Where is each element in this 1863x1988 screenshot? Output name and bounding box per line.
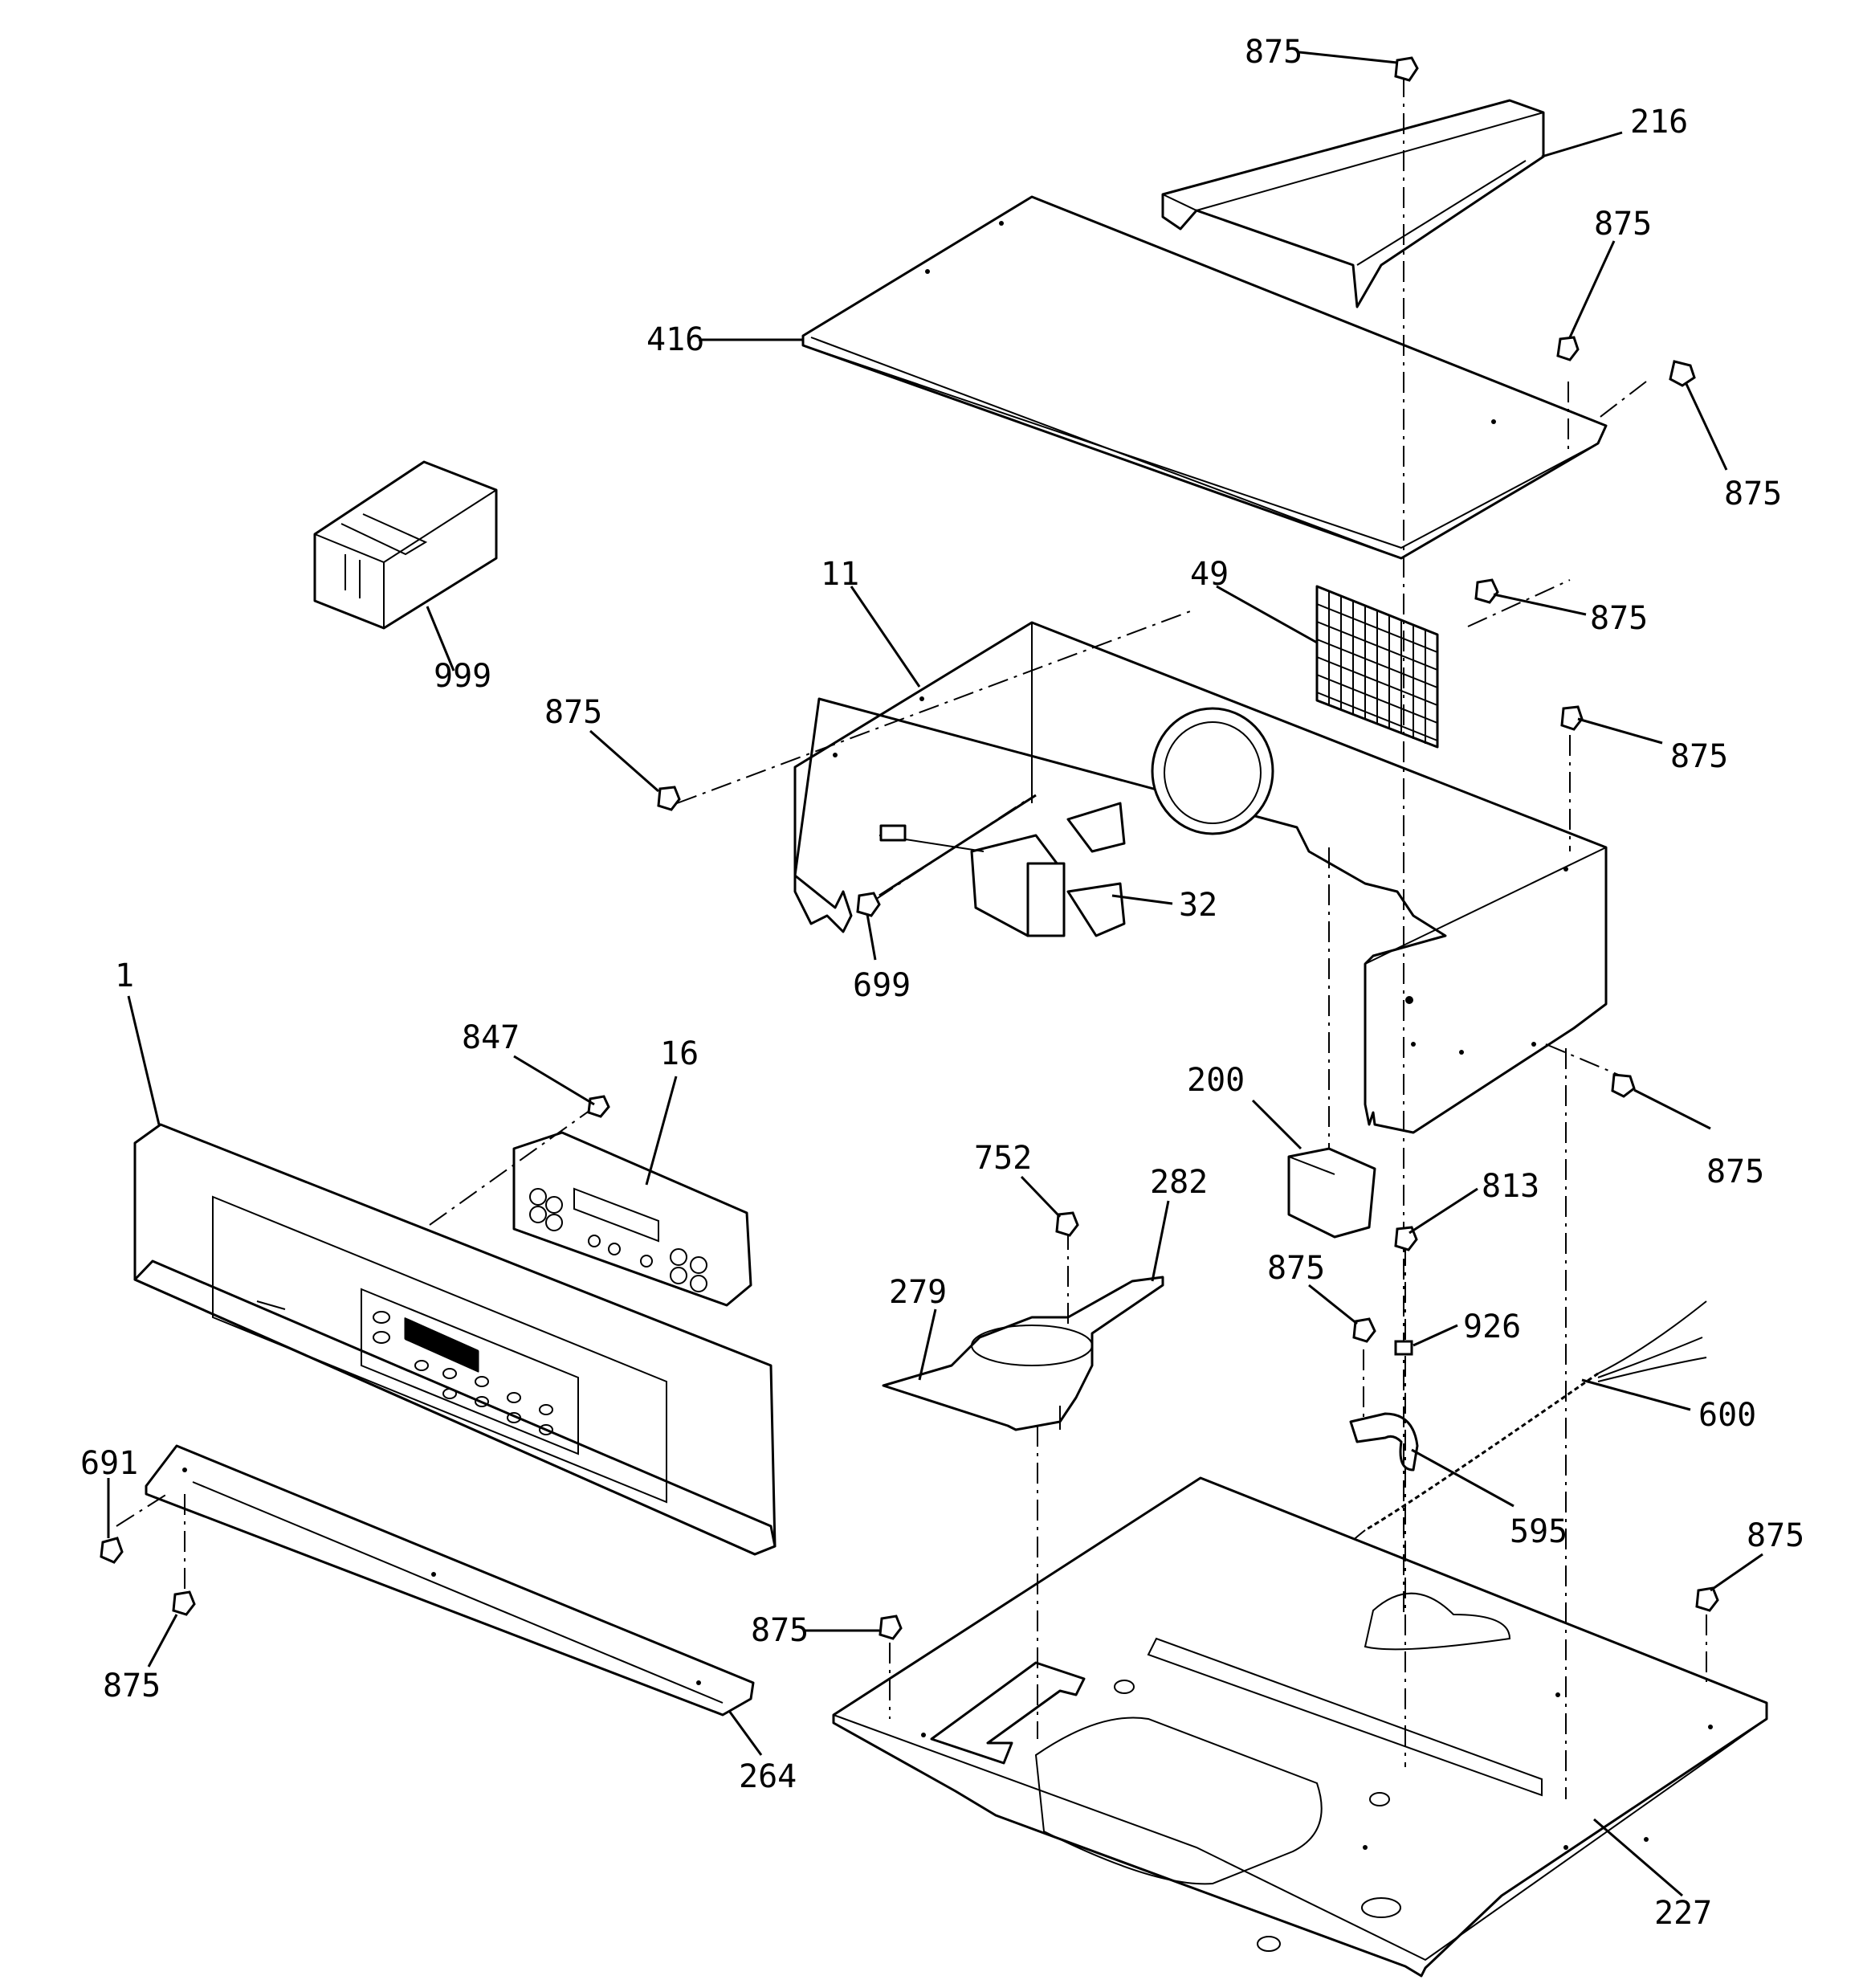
- callout-227: 227: [1654, 1895, 1712, 1932]
- screw-icon: [1669, 360, 1696, 387]
- screw-icon: [1560, 705, 1584, 731]
- screw-icon: [1474, 578, 1499, 604]
- screw-icon: [1611, 1073, 1636, 1098]
- screw-icon: [1352, 1317, 1376, 1343]
- part-595-clamp: [1349, 1412, 1419, 1472]
- screw-icon: [100, 1537, 124, 1564]
- part-227-base-pan: [832, 1476, 1768, 1978]
- callout-875: 875: [1594, 206, 1652, 243]
- callout-1: 1: [115, 957, 134, 994]
- part-32-fan-motor: [879, 794, 1126, 937]
- nut-icon: [1394, 1340, 1413, 1356]
- callout-264: 264: [739, 1758, 797, 1795]
- leader-lines: [107, 51, 1763, 1897]
- screw-icon: [1055, 1211, 1079, 1237]
- callout-875: 875: [103, 1668, 161, 1704]
- callout-875: 875: [1267, 1250, 1325, 1287]
- screw-icon: [587, 1095, 610, 1118]
- assembly-lines: [116, 76, 1707, 1799]
- part-16-control-board: [512, 1131, 752, 1307]
- part-279-282-duct: [882, 1276, 1164, 1431]
- callout-labels: 875 216 875 416 875 999 11 49 875 875 87…: [80, 34, 1804, 1932]
- screw-icon: [1556, 336, 1580, 361]
- callout-282: 282: [1150, 1164, 1208, 1201]
- screw-icon: [657, 786, 681, 811]
- callout-595: 595: [1510, 1513, 1567, 1550]
- callout-32: 32: [1179, 887, 1217, 924]
- callout-875: 875: [544, 694, 602, 731]
- callout-813: 813: [1482, 1168, 1539, 1205]
- callout-875: 875: [751, 1612, 809, 1649]
- part-999-box: [313, 460, 498, 630]
- part-11-housing: [793, 621, 1608, 1134]
- callout-752: 752: [974, 1140, 1032, 1177]
- screw-icon: [172, 1590, 196, 1616]
- screw-icon: [879, 1614, 903, 1640]
- callout-875: 875: [1590, 600, 1648, 637]
- callout-926: 926: [1463, 1308, 1521, 1345]
- part-200-block: [1287, 1147, 1376, 1239]
- callout-200: 200: [1187, 1062, 1245, 1099]
- screw-icon: [856, 892, 881, 917]
- callout-875: 875: [1747, 1517, 1804, 1554]
- callout-699: 699: [853, 967, 911, 1004]
- callout-216: 216: [1630, 104, 1688, 141]
- screw-icon: [1394, 56, 1419, 82]
- part-49-mesh: [1315, 585, 1439, 749]
- callout-416: 416: [646, 321, 704, 358]
- callout-999: 999: [434, 658, 491, 695]
- callout-16: 16: [660, 1035, 699, 1072]
- callout-691: 691: [80, 1445, 138, 1482]
- screws: [100, 56, 1719, 1640]
- callout-875: 875: [1670, 738, 1728, 775]
- callout-49: 49: [1190, 556, 1229, 593]
- callout-11: 11: [821, 556, 859, 593]
- callout-875: 875: [1245, 34, 1302, 71]
- callout-875: 875: [1724, 476, 1782, 512]
- screw-icon: [1695, 1586, 1719, 1612]
- callout-600: 600: [1698, 1397, 1756, 1434]
- part-216-bracket: [1161, 99, 1545, 308]
- callout-279: 279: [889, 1274, 947, 1311]
- part-1-control-panel: [133, 1123, 777, 1556]
- callout-875: 875: [1706, 1153, 1764, 1190]
- callout-847: 847: [462, 1019, 520, 1056]
- part-416-cover: [801, 195, 1608, 560]
- part-264-trim: [145, 1444, 755, 1717]
